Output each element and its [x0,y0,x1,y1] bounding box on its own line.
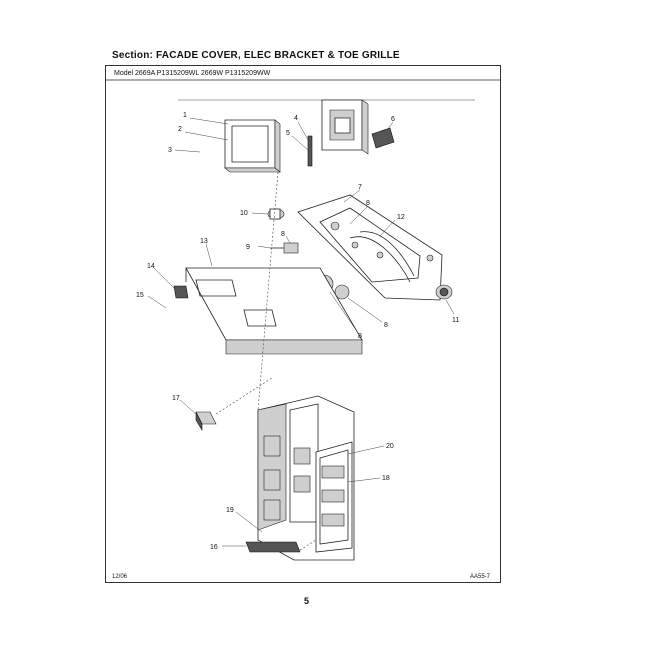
callout-8c: 8 [384,322,388,329]
callout-numbers: 1 2 3 4 5 6 7 8 10 12 13 9 8 14 15 11 8 … [136,112,459,551]
callout-12: 12 [397,214,405,221]
callout-20: 20 [386,443,394,450]
callout-14: 14 [147,263,155,270]
callout-6: 6 [391,116,395,123]
callout-2: 2 [178,126,182,133]
callout-17: 17 [172,395,180,402]
part-14-clip [173,285,189,299]
callout-18: 18 [382,475,390,482]
section-title: Section: FACADE COVER, ELEC BRACKET & TO… [112,50,400,61]
page-number: 5 [304,596,310,606]
callout-13: 13 [200,238,208,245]
callout-15: 15 [136,292,144,299]
part-10-plug [267,208,285,220]
part-11-knob [435,284,453,300]
part-6-grille [371,127,395,149]
callout-11: 11 [452,317,459,324]
part-17-bracket [195,411,217,432]
callout-16: 16 [210,544,218,551]
callout-7: 7 [358,184,362,191]
facade-cover-plate [224,119,281,173]
callout-8d: 8 [358,333,362,340]
callout-3: 3 [168,147,172,154]
leader-lines [147,117,455,547]
footer-code: AA55-7 [470,574,491,580]
model-line: Model 2669A P1315209WL 2669W P1315209WW [114,70,271,77]
part-5-strip [307,135,313,167]
callout-1: 1 [183,112,187,119]
elec-bracket [297,194,443,301]
callout-4: 4 [294,115,298,122]
callout-5: 5 [286,130,290,137]
part-16-toe-plate [245,541,301,553]
part-9-switch [270,242,299,254]
diagram-frame [105,65,501,583]
toe-grille [185,267,363,355]
callout-8: 8 [366,200,370,207]
callout-10: 10 [240,210,248,217]
dashed-guides [215,171,317,551]
callout-8b: 8 [281,231,285,238]
freezer-door [315,441,353,553]
footer-date: 12/06 [112,574,128,580]
callout-9: 9 [246,244,250,251]
callout-19: 19 [226,507,234,514]
dispenser-face [321,99,369,155]
